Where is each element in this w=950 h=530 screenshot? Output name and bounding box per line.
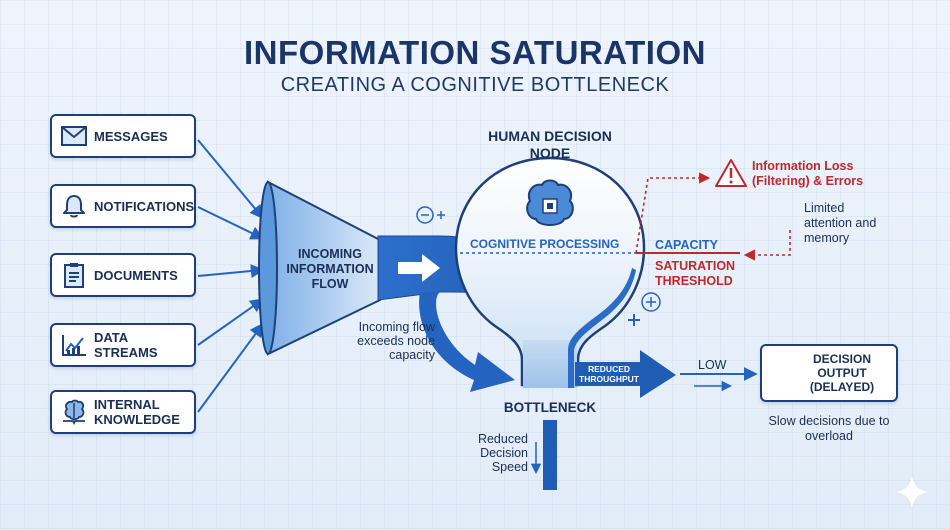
- source-label: NOTIFICATIONS: [94, 198, 195, 214]
- page-subtitle: CREATING A COGNITIVE BOTTLENECK: [280, 74, 670, 96]
- funnel-label: INCOMING INFORMATION FLOW: [286, 247, 374, 291]
- decision-output-label: DECISION OUTPUT (DELAYED): [809, 352, 875, 394]
- arrow-notifications: [197, 206, 265, 240]
- incoming-note: Incoming flow exceeds node capacity: [357, 320, 435, 362]
- output-note: Slow decisions due to overload: [768, 414, 890, 443]
- node-title: HUMAN DECISION NODE: [488, 128, 612, 161]
- source-messages: MESSAGES: [50, 114, 196, 158]
- overflow-curve: [419, 292, 515, 392]
- source-label: MESSAGES: [94, 128, 168, 144]
- arrow-documents: [197, 264, 265, 279]
- source-arrows: [197, 139, 265, 413]
- arrow-messages: [197, 139, 264, 220]
- throughput-arrow: [575, 350, 676, 398]
- source-data-streams: DATA STREAMS: [50, 323, 196, 367]
- source-notifications: NOTIFICATIONS: [50, 184, 196, 228]
- brain-icon: [60, 398, 88, 426]
- info-loss-arrow: [635, 172, 711, 254]
- flow-white-arrow: [398, 254, 440, 282]
- sparkle-icon: [896, 476, 928, 508]
- warning-icon: [715, 159, 747, 187]
- page-title: INFORMATION SATURATION: [244, 34, 706, 71]
- funnel: [258, 180, 381, 356]
- decision-output-box: DECISION OUTPUT (DELAYED): [760, 344, 898, 402]
- cognitive-processing-label: COGNITIVE PROCESSING: [470, 237, 620, 251]
- arrow-data-streams: [197, 298, 265, 346]
- source-documents: DOCUMENTS: [50, 253, 196, 297]
- decision-node: [454, 156, 646, 387]
- envelope-icon: [60, 122, 88, 150]
- source-internal-knowledge: INTERNAL KNOWLEDGE: [50, 390, 196, 434]
- output-stem: [543, 420, 557, 490]
- line-chart-icon: [60, 331, 88, 359]
- minus-plus-symbol: [416, 206, 445, 224]
- low-label: LOW: [698, 358, 727, 372]
- source-label: DOCUMENTS: [94, 267, 178, 283]
- limited-attention-label: Limited attention and memory: [804, 201, 877, 245]
- reduced-throughput-label: REDUCED THROUGHPUT: [579, 364, 639, 384]
- brain-chip-icon: [526, 179, 574, 226]
- source-label: DATA STREAMS: [94, 330, 158, 360]
- reduced-speed-label: Reduced Decision Speed: [477, 432, 528, 474]
- neck-stripe: [568, 268, 636, 388]
- plus-symbol: [628, 292, 661, 326]
- info-loss-label: Information Loss (Filtering) & Errors: [752, 159, 864, 188]
- bell-icon: [60, 192, 88, 220]
- source-label: INTERNAL KNOWLEDGE: [94, 397, 180, 427]
- bottleneck-label: BOTTLENECK: [503, 400, 597, 415]
- clipboard-icon: [60, 261, 88, 289]
- saturation-threshold-label: SATURATION THRESHOLD: [655, 259, 736, 288]
- capacity-label: CAPACITY: [655, 238, 718, 252]
- attention-arrow: [743, 230, 791, 261]
- arrow-internal-knowledge: [197, 322, 264, 413]
